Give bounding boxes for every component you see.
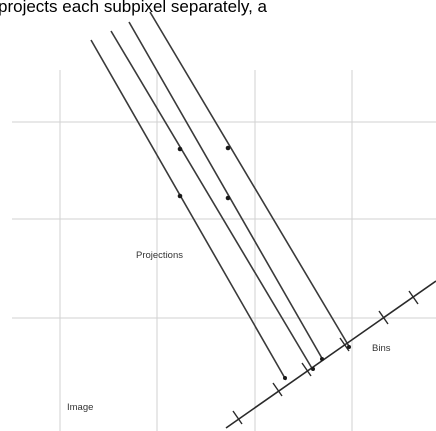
bins-label: Bins xyxy=(372,343,391,354)
bin-hit-dot xyxy=(320,357,324,361)
projection-ray xyxy=(149,11,351,349)
subpixel-dot xyxy=(177,146,183,152)
caption-text: projects each subpixel separately, a xyxy=(0,0,268,16)
subpixel-dot xyxy=(225,145,231,151)
bins-detector xyxy=(225,280,436,429)
image-grid xyxy=(12,70,436,431)
bin-tick xyxy=(232,410,243,425)
bin-tick xyxy=(339,337,350,352)
projection-ray xyxy=(110,30,314,371)
bin-hit-dot xyxy=(311,367,315,371)
bin-tick xyxy=(272,382,283,397)
bin-hit-dot xyxy=(283,376,287,380)
bin-tick xyxy=(378,310,389,325)
projection-ray xyxy=(128,21,324,361)
bin-tick xyxy=(408,290,419,305)
subpixel-dot xyxy=(177,193,183,199)
bin-hit-dot xyxy=(347,345,351,349)
bins-axis-line xyxy=(225,280,436,429)
subpixel-dots xyxy=(177,145,231,201)
bin-hit-dots xyxy=(283,345,351,380)
projection-ray xyxy=(90,39,287,381)
image-label: Image xyxy=(67,402,93,413)
bin-tick xyxy=(301,362,312,377)
projection-rays xyxy=(90,11,351,381)
subpixel-dot xyxy=(225,195,231,201)
projections-label: Projections xyxy=(136,250,183,261)
